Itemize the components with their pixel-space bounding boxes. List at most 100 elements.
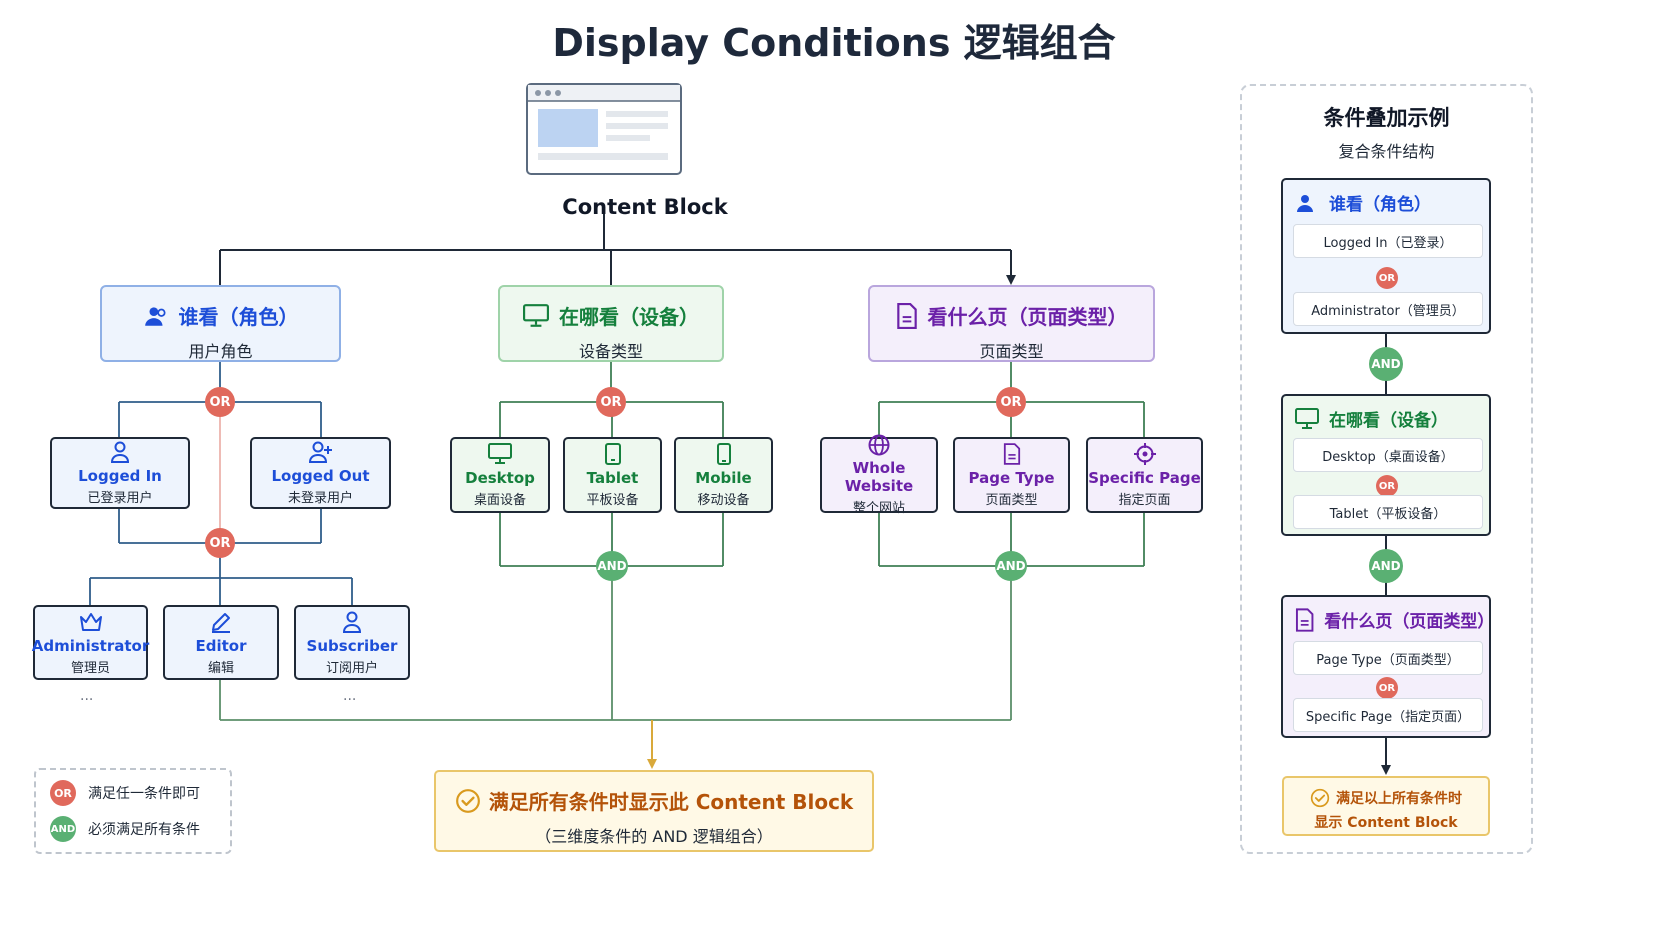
- legend-and-badge: AND: [50, 816, 76, 842]
- check-circle-icon: [1310, 788, 1330, 808]
- example-where-or-badge: OR: [1376, 475, 1398, 497]
- who-subtitle: 用户角色: [188, 342, 253, 361]
- or-badge-where: OR: [596, 387, 626, 417]
- document-icon: [1295, 607, 1314, 632]
- user-icon: [1297, 194, 1313, 212]
- legend-and-desc: 必须满足所有条件: [88, 822, 200, 838]
- example-who-title: 谁看（角色）: [1329, 195, 1431, 215]
- example-what-box: 看什么页（页面类型） Page Type（页面类型） OR Specific P…: [1281, 595, 1495, 738]
- what-subtitle: 页面类型: [979, 342, 1044, 361]
- example-what-or-badge: OR: [1376, 677, 1398, 699]
- more-roles-left: ...: [80, 688, 94, 704]
- node-logged-out: Logged Out 未登录用户: [250, 437, 391, 509]
- node-tablet: Tablet 平板设备: [563, 437, 662, 513]
- example-panel: [1240, 84, 1533, 854]
- example-result-line2: 显示 Content Block: [1314, 815, 1458, 831]
- monitor-icon: [1295, 407, 1319, 429]
- example-who-or-badge: OR: [1376, 267, 1398, 289]
- logged-out-name: Logged Out: [271, 467, 370, 485]
- mobile-desc: 移动设备: [697, 493, 750, 508]
- pencil-icon: [212, 612, 230, 633]
- result-box: 满足所有条件时显示此 Content Block （三维度条件的 AND 逻辑组…: [434, 770, 874, 852]
- check-circle-icon: [455, 788, 480, 813]
- node-specific-page: Specific Page 指定页面: [1086, 437, 1203, 513]
- administrator-desc: 管理员: [70, 660, 110, 676]
- user-group-icon: [144, 306, 166, 326]
- or-badge-who-login: OR: [205, 387, 235, 417]
- who-title: 谁看（角色）: [178, 305, 299, 329]
- who-header: 谁看（角色） 用户角色: [100, 285, 341, 362]
- result-line2: （三维度条件的 AND 逻辑组合）: [535, 827, 773, 846]
- example-result-line1: 满足以上所有条件时: [1336, 791, 1462, 807]
- node-logged-in: Logged In 已登录用户: [50, 437, 190, 509]
- crown-icon: [79, 612, 102, 631]
- and-badge-what: AND: [995, 551, 1027, 581]
- whole-website-name: Whole Website: [844, 459, 914, 495]
- logged-out-desc: 未登录用户: [287, 491, 353, 506]
- and-badge-where: AND: [596, 551, 628, 581]
- tablet-icon: [604, 443, 621, 465]
- legend-or-badge: OR: [50, 780, 76, 806]
- globe-icon: [868, 434, 890, 456]
- node-editor: Editor 编辑: [163, 605, 279, 680]
- editor-desc: 编辑: [207, 660, 234, 676]
- example-who-box: 谁看（角色） Logged In（已登录） OR Administrator（管…: [1281, 178, 1491, 334]
- specific-page-name: Specific Page: [1088, 469, 1201, 487]
- example-where-box: 在哪看（设备） Desktop（桌面设备） OR Tablet（平板设备）: [1281, 394, 1491, 536]
- example-what-item-1: Page Type（页面类型）: [1293, 641, 1483, 675]
- or-badge-what: OR: [996, 387, 1026, 417]
- document-icon: [1003, 443, 1020, 465]
- whole-website-desc: 整个网站: [852, 501, 905, 516]
- example-who-item-1: Logged In（已登录）: [1293, 224, 1483, 258]
- editor-name: Editor: [195, 636, 247, 655]
- example-and-badge-1: AND: [1369, 347, 1403, 381]
- tablet-desc: 平板设备: [586, 493, 639, 508]
- example-where-item-1: Desktop（桌面设备）: [1293, 438, 1483, 472]
- what-title: 看什么页（页面类型）: [927, 305, 1128, 329]
- logged-in-desc: 已登录用户: [87, 491, 153, 506]
- legend-or-desc: 满足任一条件即可: [88, 786, 200, 802]
- administrator-name: Administrator: [31, 636, 150, 655]
- result-line1: 满足所有条件时显示此 Content Block: [488, 790, 854, 814]
- example-who-item-2: Administrator（管理员）: [1293, 292, 1483, 326]
- user-icon: [342, 611, 362, 633]
- target-icon: [1133, 443, 1156, 465]
- subscriber-name: Subscriber: [306, 636, 398, 655]
- example-what-title: 看什么页（页面类型）: [1324, 612, 1495, 632]
- where-header: 在哪看（设备） 设备类型: [498, 285, 724, 362]
- logged-in-name: Logged In: [78, 467, 162, 485]
- node-administrator: Administrator 管理员: [31, 605, 150, 680]
- subscriber-desc: 订阅用户: [325, 660, 378, 676]
- where-title: 在哪看（设备）: [559, 305, 699, 329]
- monitor-icon: [488, 443, 512, 464]
- mobile-icon: [716, 443, 731, 465]
- page-title: Display Conditions 逻辑组合: [552, 21, 1116, 65]
- user-plus-icon: [308, 441, 332, 463]
- content-block-icon: [526, 83, 682, 175]
- example-title: 条件叠加示例: [1323, 106, 1450, 130]
- node-subscriber: Subscriber 订阅用户: [294, 605, 410, 680]
- or-badge-who-roles: OR: [205, 528, 235, 558]
- what-header: 看什么页（页面类型） 页面类型: [868, 285, 1155, 362]
- desktop-name: Desktop: [465, 469, 535, 487]
- page-type-desc: 页面类型: [985, 493, 1038, 508]
- user-icon: [110, 441, 130, 463]
- desktop-desc: 桌面设备: [473, 493, 526, 508]
- node-mobile: Mobile 移动设备: [674, 437, 773, 513]
- example-result-box: 满足以上所有条件时 显示 Content Block: [1282, 776, 1490, 836]
- node-page-type: Page Type 页面类型: [953, 437, 1070, 513]
- example-and-badge-2: AND: [1369, 549, 1403, 583]
- specific-page-desc: 指定页面: [1118, 493, 1171, 508]
- node-desktop: Desktop 桌面设备: [450, 437, 550, 513]
- more-roles-right: ...: [343, 688, 357, 704]
- example-where-item-2: Tablet（平板设备）: [1293, 495, 1483, 529]
- where-subtitle: 设备类型: [578, 342, 643, 361]
- example-subtitle: 复合条件结构: [1338, 142, 1435, 161]
- content-block-label: Content Block: [562, 195, 728, 219]
- node-whole-website: Whole Website 整个网站: [820, 434, 938, 516]
- mobile-name: Mobile: [695, 469, 752, 487]
- example-where-title: 在哪看（设备）: [1329, 411, 1448, 431]
- monitor-icon: [523, 303, 549, 327]
- tablet-name: Tablet: [586, 469, 639, 487]
